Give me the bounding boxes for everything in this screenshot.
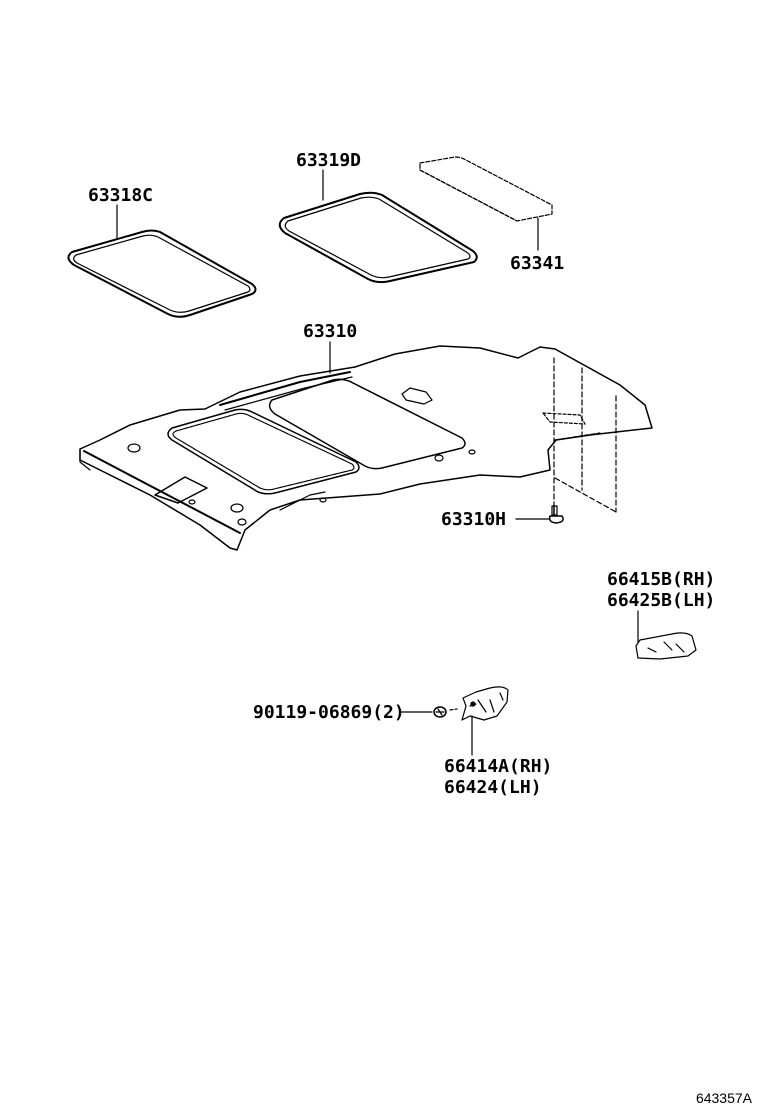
bolt-90119-drawing[interactable] [433,706,458,718]
part-label-90119-06869[interactable]: 90119-06869(2) [253,702,405,723]
frame-63319d-drawing[interactable] [278,191,478,284]
part-label-66415b-rh[interactable]: 66415B(RH) [607,569,716,590]
part-label-63341[interactable]: 63341 [510,253,565,274]
headlining-63310-drawing[interactable] [79,345,653,551]
frame-63318c-drawing[interactable] [67,229,257,318]
clip-63310h-drawing[interactable] [548,505,564,524]
part-label-66414a-rh[interactable]: 66414A(RH) [444,756,553,777]
part-label-63318c[interactable]: 63318C [88,185,154,206]
pad-63341-drawing[interactable] [419,156,553,222]
part-label-66425b-lh[interactable]: 66425B(LH) [607,590,716,611]
bracket-66414a-drawing[interactable] [461,686,509,721]
diagram-reference-code: 643357A [695,1090,752,1106]
bracket-66415b-drawing[interactable] [635,632,697,660]
part-label-63310h[interactable]: 63310H [441,509,507,530]
part-label-63319d[interactable]: 63319D [296,150,362,171]
part-label-63310[interactable]: 63310 [303,321,358,342]
part-label-66424-lh[interactable]: 66424(LH) [444,777,542,798]
